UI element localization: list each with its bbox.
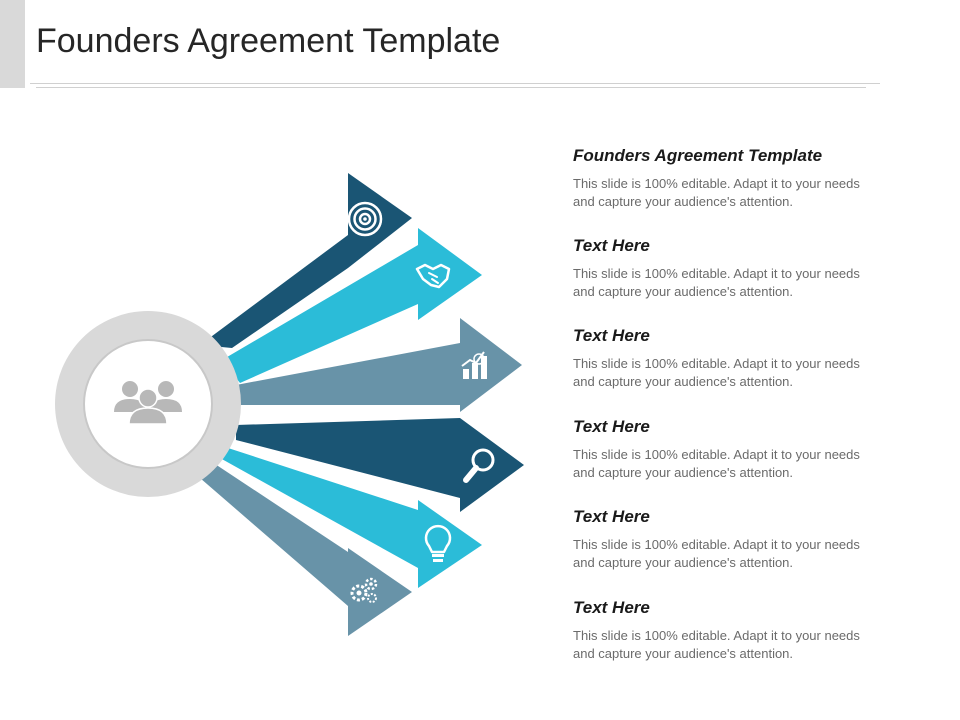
item-4-heading: Text Here (573, 417, 650, 436)
item-6: Text Here This slide is 100% editable. A… (573, 598, 893, 663)
arrow-2-shape (222, 228, 482, 383)
target-icon (347, 201, 383, 237)
handshake-icon (415, 263, 451, 289)
team-icon (114, 381, 182, 425)
item-2-text: This slide is 100% editable. Adapt it to… (573, 266, 860, 299)
title-divider (30, 83, 880, 84)
item-2-heading: Text Here (573, 236, 650, 255)
item-4-text: This slide is 100% editable. Adapt it to… (573, 447, 860, 480)
magnifier-icon (463, 448, 495, 483)
item-2: Text Here This slide is 100% editable. A… (573, 236, 893, 301)
item-6-heading: Text Here (573, 598, 650, 617)
arrow-3-shape (236, 318, 522, 412)
arrow-5-shape (220, 448, 482, 588)
item-6-text: This slide is 100% editable. Adapt it to… (573, 628, 860, 661)
arrow-2 (222, 228, 482, 383)
arrow-1 (200, 173, 412, 348)
item-3-heading: Text Here (573, 326, 650, 345)
item-3-text: This slide is 100% editable. Adapt it to… (573, 356, 860, 389)
item-1-heading: Founders Agreement Template (573, 146, 823, 165)
arrow-5 (220, 448, 482, 588)
header-accent-bar (0, 0, 25, 88)
item-5-text: This slide is 100% editable. Adapt it to… (573, 537, 860, 570)
lightbulb-icon (424, 524, 452, 562)
item-5-heading: Text Here (573, 507, 650, 526)
arrow-6 (200, 462, 412, 636)
item-1-text: This slide is 100% editable. Adapt it to… (573, 176, 860, 209)
arrow-3 (236, 318, 522, 412)
item-5: Text Here This slide is 100% editable. A… (573, 507, 893, 572)
gears-icon (350, 577, 378, 603)
growth-chart-icon (461, 351, 487, 379)
slide-title: Founders Agreement Template (36, 22, 501, 60)
item-1: Founders Agreement Template This slide i… (573, 146, 893, 211)
item-3: Text Here This slide is 100% editable. A… (573, 326, 893, 391)
arrow-4 (236, 418, 524, 512)
arrow-1-shape (200, 173, 412, 348)
item-4: Text Here This slide is 100% editable. A… (573, 417, 893, 482)
arrow-4-shape (236, 418, 524, 512)
title-divider-secondary (36, 87, 866, 88)
